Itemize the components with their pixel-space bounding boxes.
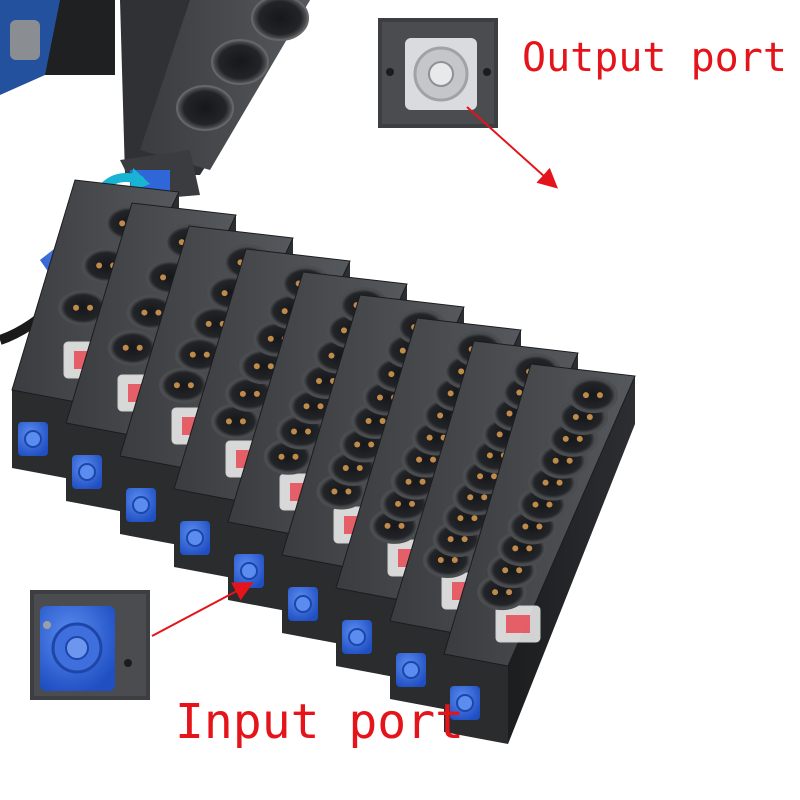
power-strips bbox=[11, 179, 636, 744]
arrow-icon bbox=[466, 106, 558, 189]
socket bbox=[567, 377, 618, 414]
output-port-inset bbox=[378, 18, 498, 128]
inset-top-left bbox=[0, 0, 310, 200]
socket bbox=[158, 367, 209, 404]
arrow-icon bbox=[151, 582, 254, 637]
input-port-label: Input port bbox=[175, 694, 464, 750]
output-port-label: Output port bbox=[522, 35, 787, 81]
power-strip bbox=[443, 363, 636, 744]
input-port-inset bbox=[30, 590, 150, 700]
